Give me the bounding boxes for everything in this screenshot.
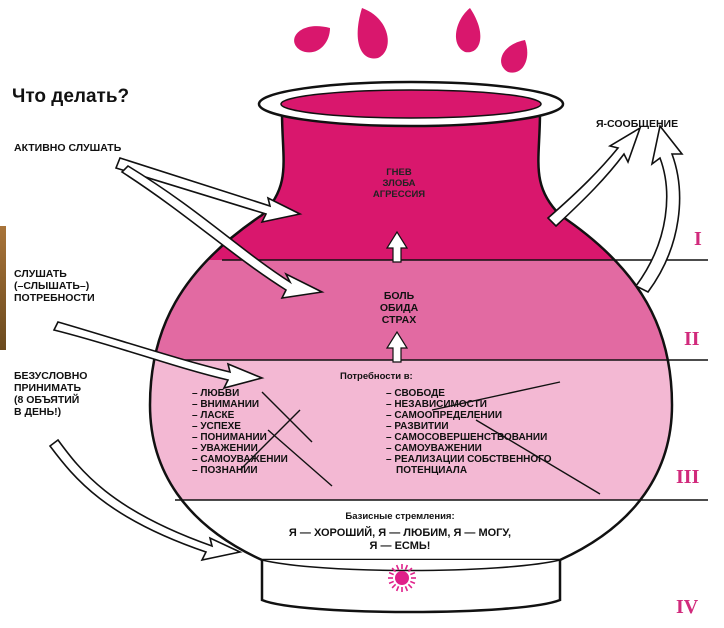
strike-left-2 bbox=[239, 409, 301, 471]
splash-drop-4 bbox=[501, 40, 528, 73]
roman-numeral-i: I bbox=[694, 228, 702, 250]
arrow-listen-2 bbox=[120, 164, 325, 300]
list-item: – УВАЖЕНИИ bbox=[192, 443, 258, 454]
sun-ray bbox=[388, 580, 394, 585]
basic-heading: Базисные стремления: bbox=[345, 511, 455, 522]
sun-ray bbox=[407, 567, 413, 573]
sun-ray bbox=[395, 586, 400, 592]
list-item: – ЛАСКЕ bbox=[192, 410, 235, 421]
up-arrow-1 bbox=[385, 230, 409, 263]
list-item: – ЛЮБВИ bbox=[192, 388, 240, 399]
list-item: – ВНИМАНИИ bbox=[192, 399, 260, 410]
up-arrow-2 bbox=[385, 330, 409, 363]
splash-drop-3 bbox=[455, 8, 481, 53]
sun-ray bbox=[410, 580, 416, 585]
list-item: – САМОУВАЖЕНИИ bbox=[192, 454, 288, 465]
list-item: – РЕАЛИЗАЦИИ СОБСТВЕННОГО bbox=[386, 454, 552, 465]
splash-drop-1 bbox=[294, 26, 330, 53]
jug-rim-inner bbox=[280, 89, 542, 119]
splash-drop-2 bbox=[357, 8, 388, 59]
list-item: – САМОСОВЕРШЕНСТВОВАНИИ bbox=[386, 432, 548, 443]
strike-right-2 bbox=[475, 419, 601, 495]
sun-ray bbox=[404, 586, 409, 592]
sun-ray bbox=[388, 571, 394, 576]
list-item: – ПОНИМАНИИ bbox=[192, 432, 267, 443]
roman-numeral-iv: IV bbox=[676, 596, 699, 618]
basic-line-1: Я — ХОРОШИЙ, Я — ЛЮБИМ, Я — МОГУ, bbox=[288, 526, 512, 539]
roman-numeral-ii: II bbox=[684, 328, 700, 350]
strike-left-1 bbox=[261, 391, 313, 443]
roman-numeral-iii: III bbox=[676, 466, 700, 488]
arrow-i-message-2 bbox=[634, 124, 684, 294]
basic-section: Базисные стремления: Я — ХОРОШИЙ, Я — ЛЮ… bbox=[230, 511, 570, 552]
list-item: ПОТЕНЦИАЛА bbox=[396, 465, 468, 476]
arrow-listen-1 bbox=[114, 157, 303, 224]
sun-ray bbox=[407, 583, 413, 589]
arrow-accept bbox=[48, 438, 243, 562]
needs-heading: Потребности в: bbox=[340, 371, 413, 382]
layer-2-fill bbox=[150, 260, 672, 360]
needs-left-list: – ЛЮБВИ – ВНИМАНИИ – ЛАСКЕ – УСПЕХЕ – ПО… bbox=[192, 388, 288, 476]
arrow-i-message-1 bbox=[546, 126, 642, 228]
sun-ray bbox=[395, 564, 400, 570]
strike-left-3 bbox=[267, 429, 333, 487]
sun-ray bbox=[410, 571, 416, 576]
list-item: – УСПЕХЕ bbox=[192, 421, 241, 432]
list-item: – САМОУВАЖЕНИИ bbox=[386, 443, 482, 454]
layer-1-text: ГНЕВ ЗЛОБА АГРЕССИЯ bbox=[372, 167, 426, 200]
page-title: Что делать? bbox=[12, 86, 130, 107]
basic-line-2: Я — ЕСМЬ! bbox=[369, 539, 431, 552]
list-item: – САМООПРЕДЕЛЕНИИ bbox=[386, 410, 503, 421]
sun-ray bbox=[391, 567, 397, 573]
sun-ray bbox=[404, 564, 409, 570]
list-item: – РАЗВИТИИ bbox=[386, 421, 449, 432]
left-edge-photo-strip bbox=[0, 226, 6, 350]
list-item: – СВОБОДЕ bbox=[386, 388, 445, 399]
sun-icon bbox=[388, 564, 416, 592]
label-i-message: Я-СООБЩЕНИЕ bbox=[596, 118, 679, 130]
arrow-needs bbox=[52, 321, 265, 390]
label-active-listen: АКТИВНО СЛУШАТЬ bbox=[14, 142, 122, 154]
layer-2-text: БОЛЬ ОБИДА СТРАХ bbox=[379, 290, 419, 327]
label-listen-needs: СЛУШАТЬ (–СЛЫШАТЬ–) ПОТРЕБНОСТИ bbox=[14, 268, 95, 305]
sun-ray bbox=[391, 583, 397, 589]
list-item: – НЕЗАВИСИМОСТИ bbox=[386, 399, 487, 410]
strike-right-1 bbox=[431, 381, 561, 411]
list-item: – ПОЗНАНИИ bbox=[192, 465, 258, 476]
label-accept-unconditionally: БЕЗУСЛОВНО ПРИНИМАТЬ (8 ОБЪЯТИЙ В ДЕНЬ!) bbox=[14, 370, 88, 419]
needs-right-list: – СВОБОДЕ – НЕЗАВИСИМОСТИ – САМООПРЕДЕЛЕ… bbox=[386, 388, 552, 476]
